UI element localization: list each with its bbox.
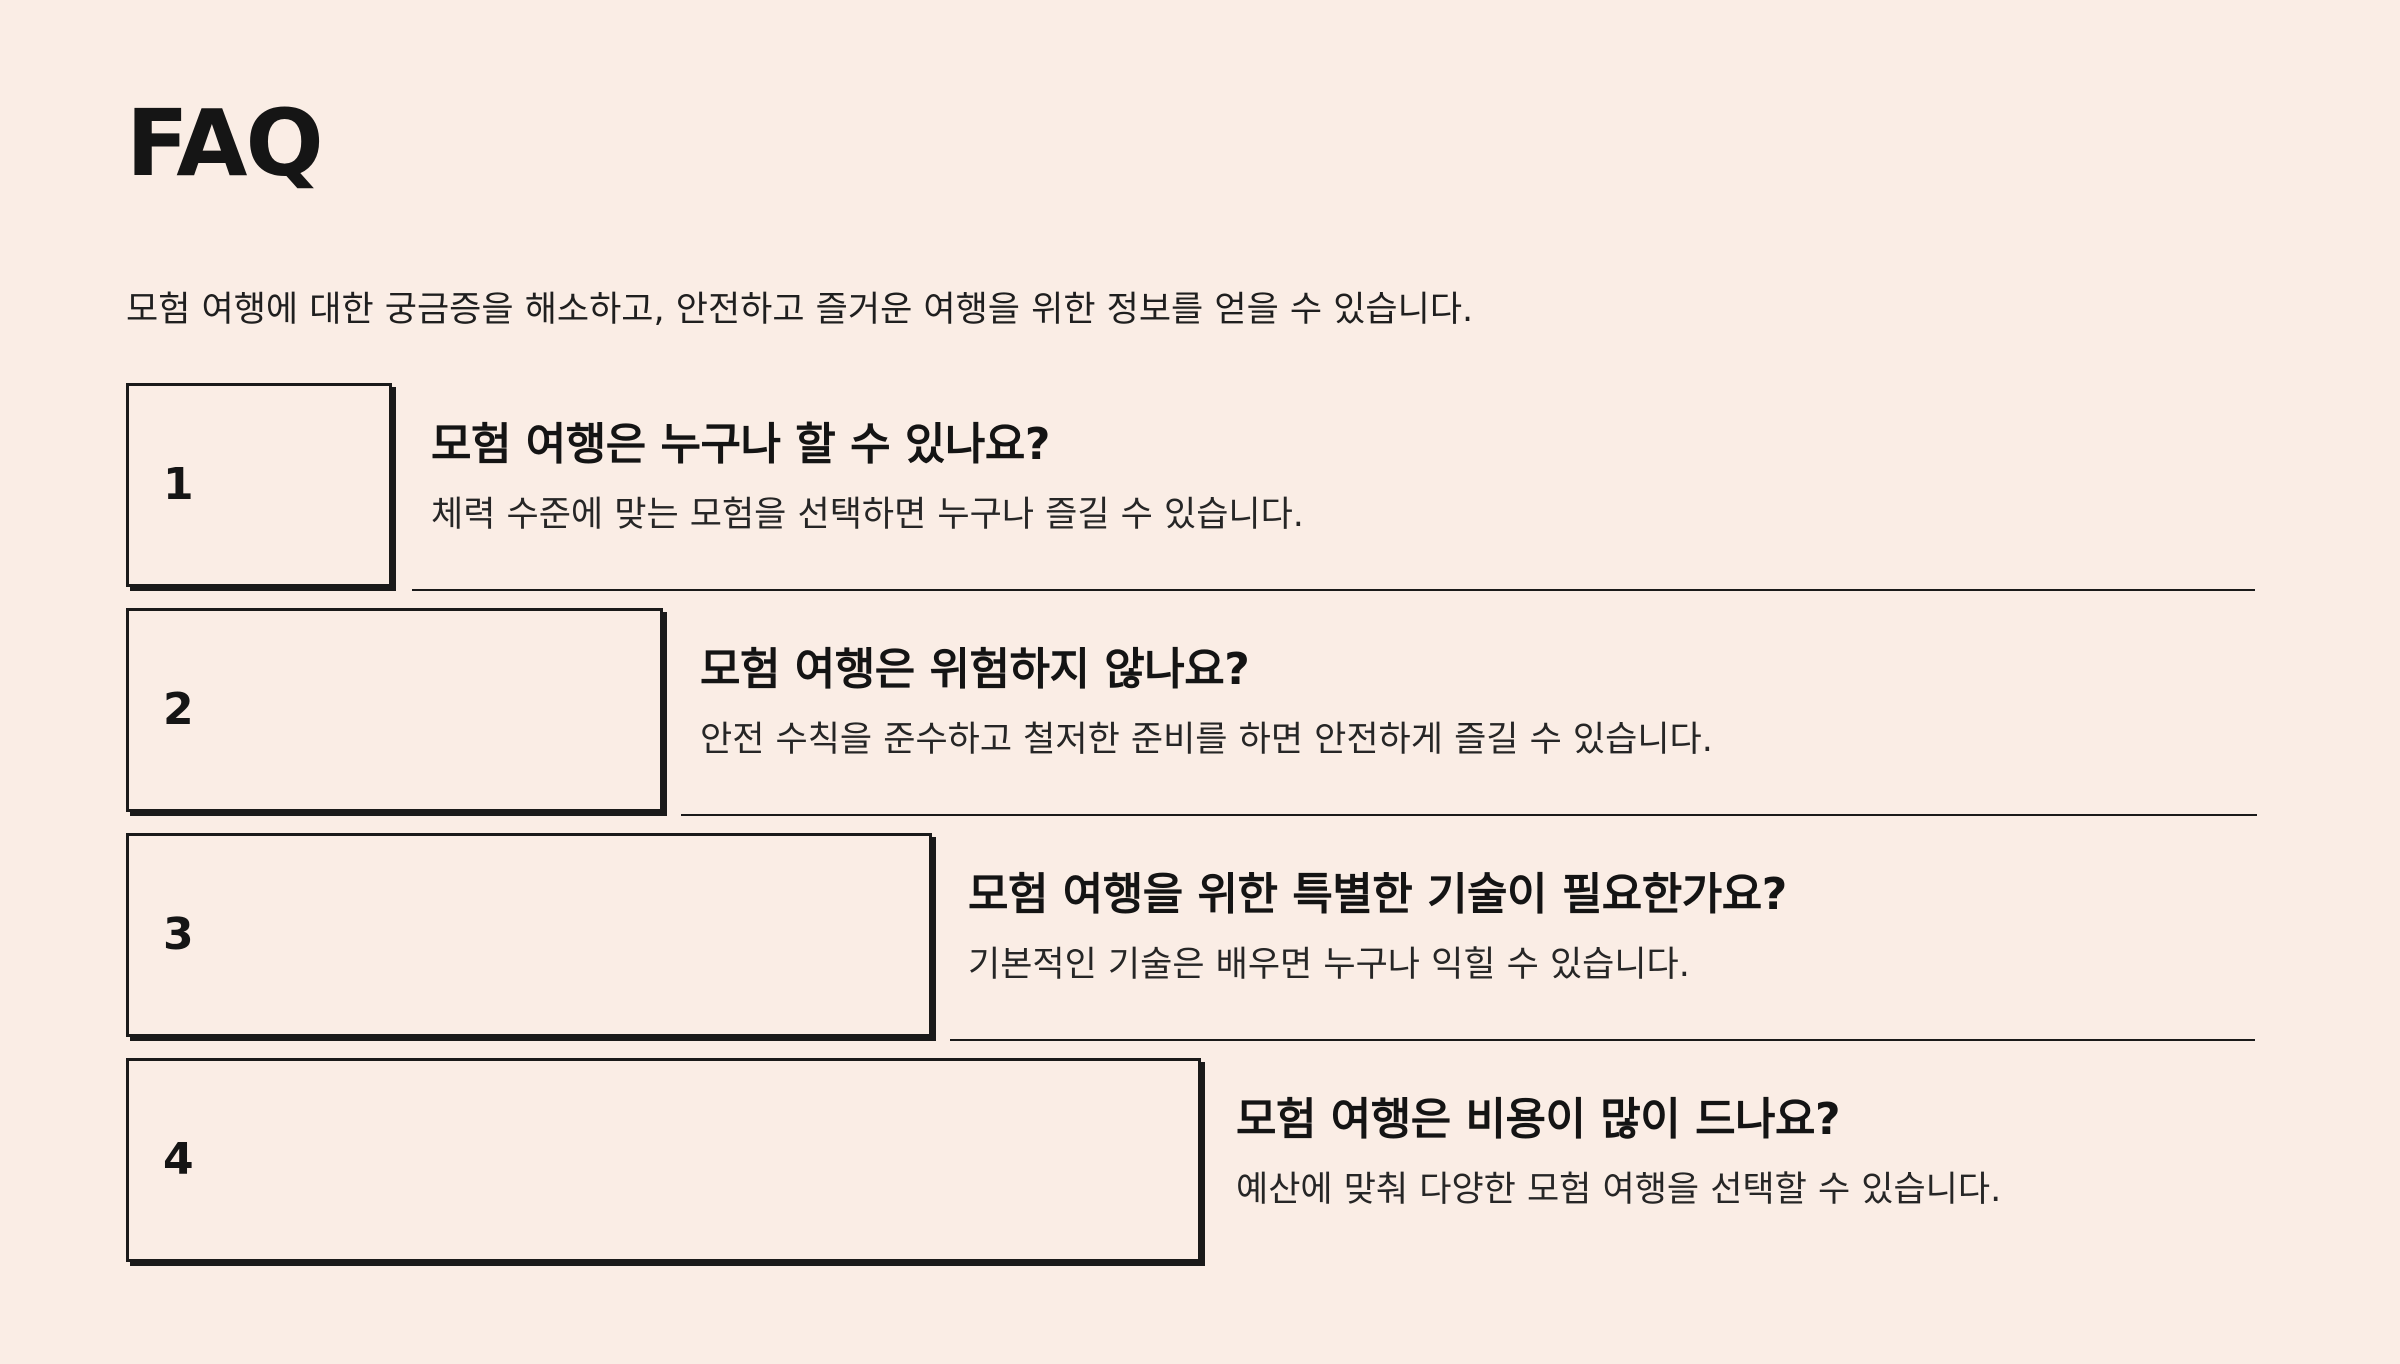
faq-number-box: 2 bbox=[126, 608, 663, 812]
faq-divider bbox=[412, 589, 2255, 591]
faq-question: 모험 여행을 위한 특별한 기술이 필요한가요? bbox=[968, 869, 1787, 920]
faq-number: 1 bbox=[163, 459, 194, 510]
faq-number: 4 bbox=[163, 1134, 194, 1185]
page-subtitle: 모험 여행에 대한 궁금증을 해소하고, 안전하고 즐거운 여행을 위한 정보를… bbox=[126, 290, 1474, 330]
faq-answer: 안전 수칙을 준수하고 철저한 준비를 하면 안전하게 즐길 수 있습니다. bbox=[700, 720, 1713, 760]
faq-item[interactable]: 2 모험 여행은 위험하지 않나요? 안전 수칙을 준수하고 철저한 준비를 하… bbox=[0, 608, 2400, 818]
faq-item[interactable]: 4 모험 여행은 비용이 많이 드나요? 예산에 맞춰 다양한 모험 여행을 선… bbox=[0, 1058, 2400, 1268]
page-title: FAQ bbox=[126, 90, 324, 197]
faq-number-box: 3 bbox=[126, 833, 932, 1037]
faq-answer: 예산에 맞춰 다양한 모험 여행을 선택할 수 있습니다. bbox=[1236, 1170, 2002, 1210]
faq-question: 모험 여행은 누구나 할 수 있나요? bbox=[431, 419, 1050, 470]
faq-question: 모험 여행은 위험하지 않나요? bbox=[700, 644, 1250, 695]
faq-number: 2 bbox=[163, 684, 194, 735]
faq-divider bbox=[950, 1039, 2255, 1041]
faq-number-box: 4 bbox=[126, 1058, 1201, 1262]
faq-item[interactable]: 3 모험 여행을 위한 특별한 기술이 필요한가요? 기본적인 기술은 배우면 … bbox=[0, 833, 2400, 1043]
faq-item[interactable]: 1 모험 여행은 누구나 할 수 있나요? 체력 수준에 맞는 모험을 선택하면… bbox=[0, 383, 2400, 593]
faq-answer: 기본적인 기술은 배우면 누구나 익힐 수 있습니다. bbox=[968, 945, 1690, 985]
faq-question: 모험 여행은 비용이 많이 드나요? bbox=[1236, 1094, 1841, 1145]
faq-number-box: 1 bbox=[126, 383, 392, 587]
faq-divider bbox=[681, 814, 2257, 816]
faq-answer: 체력 수준에 맞는 모험을 선택하면 누구나 즐길 수 있습니다. bbox=[431, 495, 1304, 535]
faq-number: 3 bbox=[163, 909, 194, 960]
